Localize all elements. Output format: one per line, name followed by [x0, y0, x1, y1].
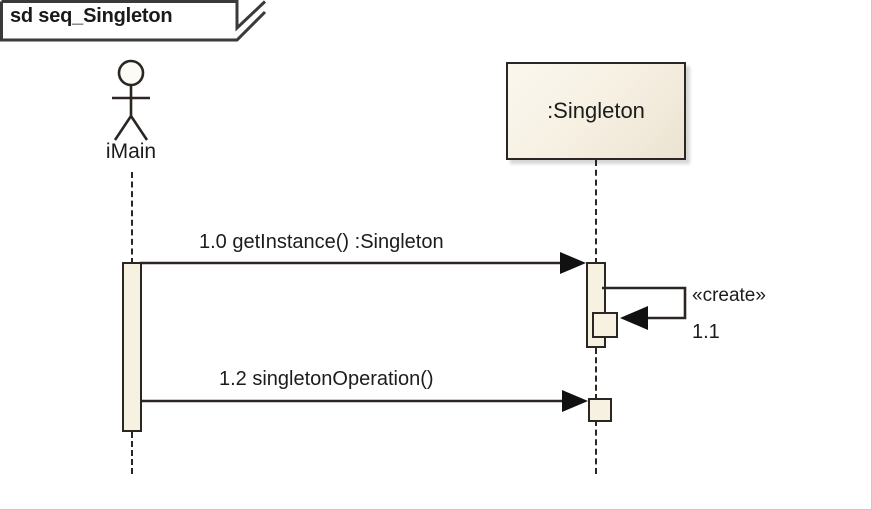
actor-label-imain: iMain: [105, 140, 157, 163]
lifeline-box-label: :Singleton: [547, 98, 645, 123]
lifeline-box-singleton[interactable]: :Singleton: [506, 62, 686, 160]
message-label-singleton-operation: 1.2 singletonOperation(): [219, 368, 434, 390]
message-stereotype-create: «create»: [692, 285, 766, 306]
activation-bar-singleton-create: [592, 312, 618, 338]
activation-bar-singleton-operation: [588, 398, 612, 422]
lifeline-singleton-lower: [595, 420, 597, 474]
message-arrow-get-instance: [140, 252, 586, 274]
stick-figure-actor-icon: [112, 59, 150, 141]
lifeline-actor-lower: [131, 432, 133, 474]
lifeline-singleton-upper: [595, 160, 597, 264]
activation-bar-actor: [122, 262, 142, 432]
message-number-create: 1.1: [692, 321, 720, 343]
frame-title-label: sd seq_Singleton: [10, 5, 173, 27]
lifeline-singleton-middle: [595, 348, 597, 400]
message-label-get-instance: 1.0 getInstance() :Singleton: [199, 231, 444, 253]
message-arrow-singleton-operation: [140, 390, 588, 412]
lifeline-actor-upper: [131, 172, 133, 264]
